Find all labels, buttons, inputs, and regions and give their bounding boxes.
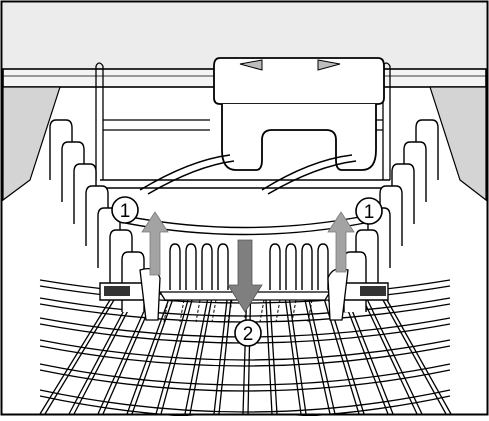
insert-tine-shadow [291, 299, 297, 323]
grid-wire-horizontal [39, 369, 451, 392]
grid-wire-vertical [284, 299, 302, 415]
grid-wire-vertical [242, 299, 248, 415]
grid-wire-vertical [265, 299, 273, 415]
grid-wire-vertical [343, 299, 389, 415]
folding-tine-insert [158, 243, 332, 323]
grid-wire-vertical [382, 299, 447, 415]
handle-arrow-left [239, 59, 263, 71]
insert-tine [201, 243, 213, 290]
insert-tine-shadow [179, 299, 185, 323]
grid-wire-vertical [308, 299, 336, 415]
grid-wire-vertical [269, 299, 278, 415]
grid-wire-vertical [218, 299, 232, 415]
insert-tine-shadow [259, 299, 265, 323]
rack-wire-grid [39, 279, 452, 419]
grid-wire-vertical [68, 299, 131, 415]
grid-wire-vertical [160, 299, 193, 415]
grid-wire-vertical [155, 299, 189, 415]
insert-tine-shadow [307, 299, 313, 323]
grid-wire-vertical [366, 299, 423, 415]
grid-wire-vertical [189, 299, 213, 415]
insert-tine [285, 243, 297, 290]
left-tine-row [49, 119, 145, 312]
arrow-press-down [227, 239, 263, 313]
rack-top-bar [100, 154, 390, 195]
arrow-lift-right [327, 211, 355, 273]
right-latch [327, 267, 389, 321]
grid-wire-vertical [213, 299, 228, 415]
insert-tine [185, 243, 197, 290]
grid-wire-vertical [362, 299, 418, 415]
grid-wire-vertical [44, 299, 115, 415]
right-tine-row [343, 119, 439, 312]
insert-tine-shadow [227, 299, 233, 323]
insert-tine-shadow [163, 299, 169, 323]
grid-wire-vertical [288, 299, 307, 415]
callout-2: 2 [234, 319, 262, 347]
insert-tine [217, 243, 229, 290]
insert-tine-shadow [275, 299, 281, 323]
grid-wire-vertical [39, 299, 111, 415]
grid-wire-vertical [386, 299, 452, 415]
insert-tine [169, 243, 181, 290]
grid-wire-vertical [97, 299, 150, 415]
grid-wire-vertical [247, 299, 252, 415]
callout-1-left: 1 [111, 196, 139, 224]
grid-wire-vertical [347, 299, 394, 415]
grid-wire-vertical [73, 299, 135, 415]
insert-tine-shadow [211, 299, 217, 323]
insert-tine [301, 243, 313, 290]
arrow-lift-left [141, 211, 169, 276]
callout-1-right: 1 [355, 197, 383, 225]
handle-arrow-right [317, 59, 341, 71]
grid-wire-vertical [102, 299, 154, 415]
grid-wire-vertical [184, 299, 209, 415]
callout-label: 2 [243, 324, 254, 345]
grid-wire-horizontal [39, 389, 451, 413]
side-tine [343, 251, 367, 312]
rack-handle [213, 57, 385, 171]
insert-tine [317, 243, 329, 290]
grid-wire-vertical [304, 299, 331, 415]
grid-wire-vertical [131, 299, 174, 415]
left-latch [99, 267, 161, 321]
insert-tine [269, 243, 281, 290]
callout-label: 1 [120, 201, 131, 222]
callout-label: 1 [364, 202, 375, 223]
grid-wire-vertical [126, 299, 170, 415]
insert-tine-shadow [195, 299, 201, 323]
side-tine [121, 251, 145, 312]
left-side-wall [2, 86, 61, 202]
right-side-wall [429, 86, 487, 202]
